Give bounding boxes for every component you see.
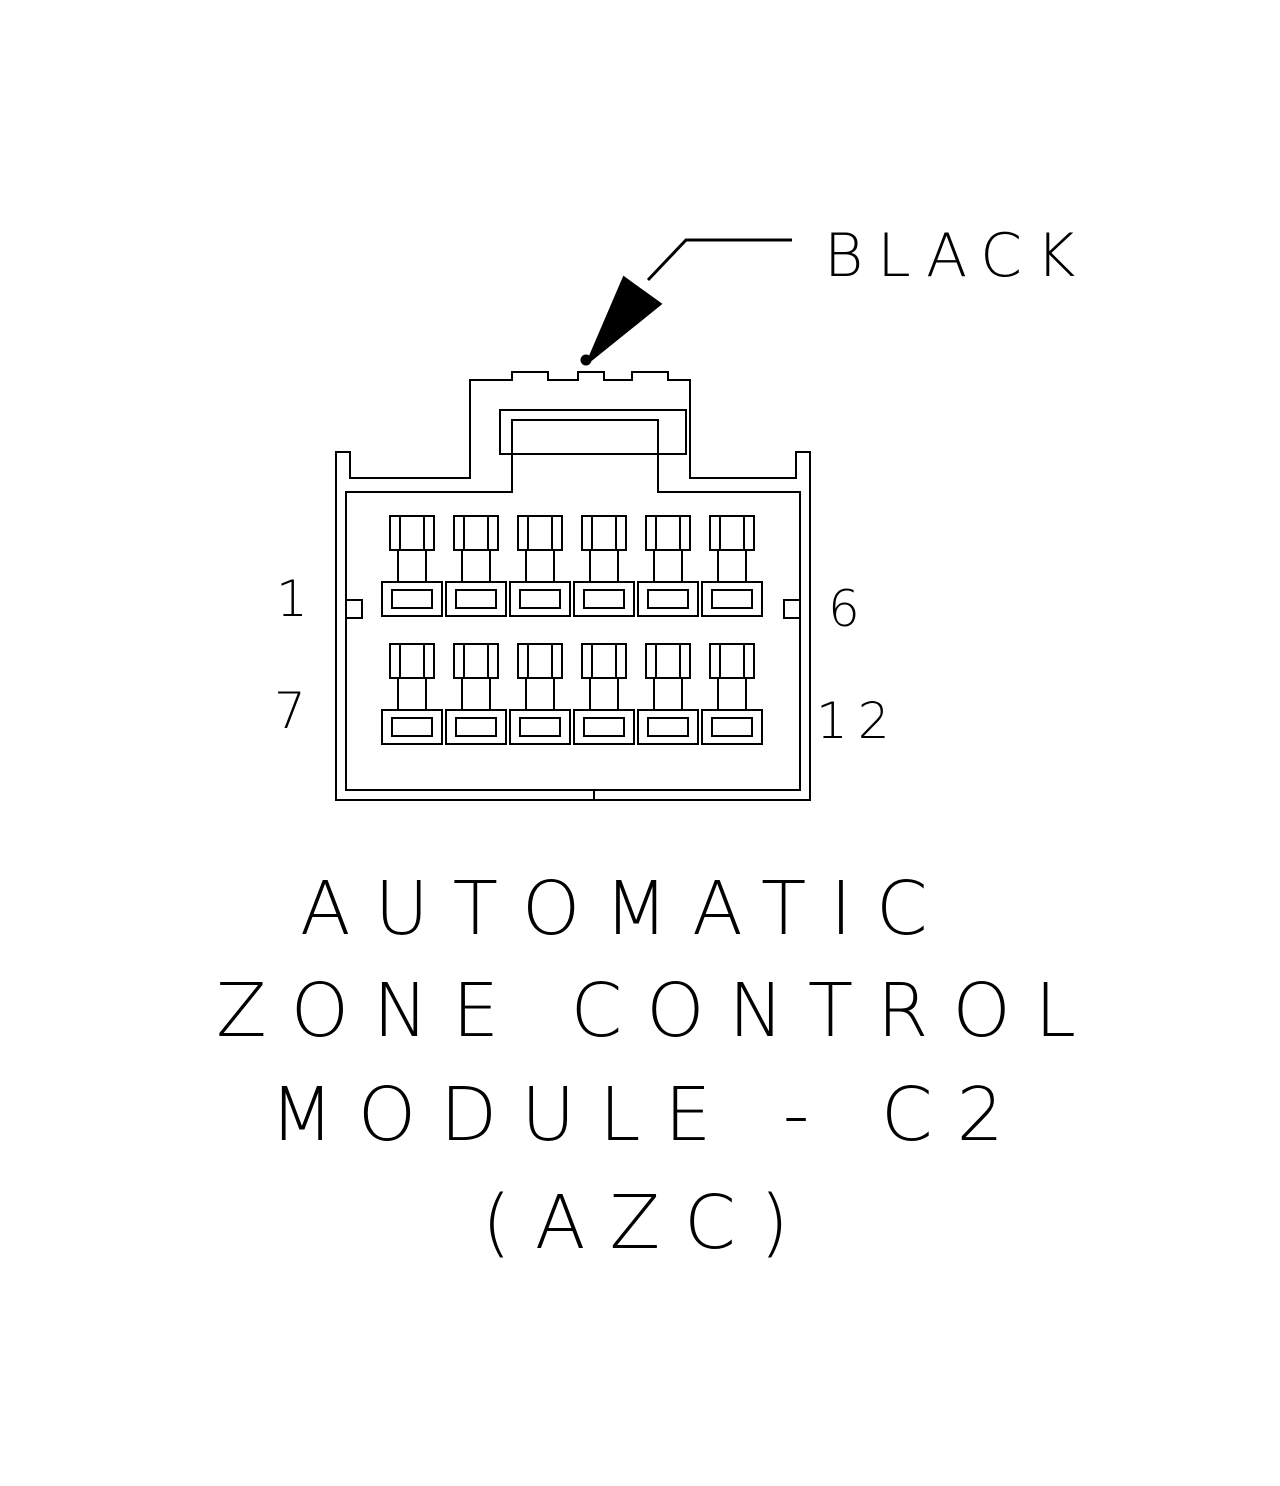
connector-body <box>335 371 811 801</box>
terminal-10 <box>573 643 635 745</box>
title-line-3: MODULE - C2 <box>270 1072 1028 1158</box>
terminal-12 <box>701 643 763 745</box>
terminal-6 <box>701 515 763 617</box>
terminal-1 <box>381 515 443 617</box>
terminal-4 <box>573 515 635 617</box>
title-line-1: AUTOMATIC <box>300 866 952 952</box>
terminal-7 <box>381 643 443 745</box>
terminal-3 <box>509 515 571 617</box>
pin-label-1: 1 <box>276 570 318 628</box>
terminal-2 <box>445 515 507 617</box>
terminal-row-bottom <box>381 643 763 745</box>
title-line-4: (AZC) <box>482 1180 813 1266</box>
title-line-2: ZONE CONTROL <box>216 968 1100 1054</box>
terminal-9 <box>509 643 571 745</box>
leader-dot <box>580 354 592 366</box>
color-leader <box>580 238 792 366</box>
terminal-row-top <box>381 515 763 617</box>
terminal-8 <box>445 643 507 745</box>
terminal-11 <box>637 643 699 745</box>
wire-color-label: BLACK <box>824 221 1089 291</box>
pin-label-12: 12 <box>816 692 900 750</box>
pin-label-6: 6 <box>828 580 870 638</box>
pin-label-7: 7 <box>274 682 316 740</box>
terminal-5 <box>637 515 699 617</box>
leader-arrowhead <box>586 275 663 364</box>
leader-line <box>646 238 792 282</box>
